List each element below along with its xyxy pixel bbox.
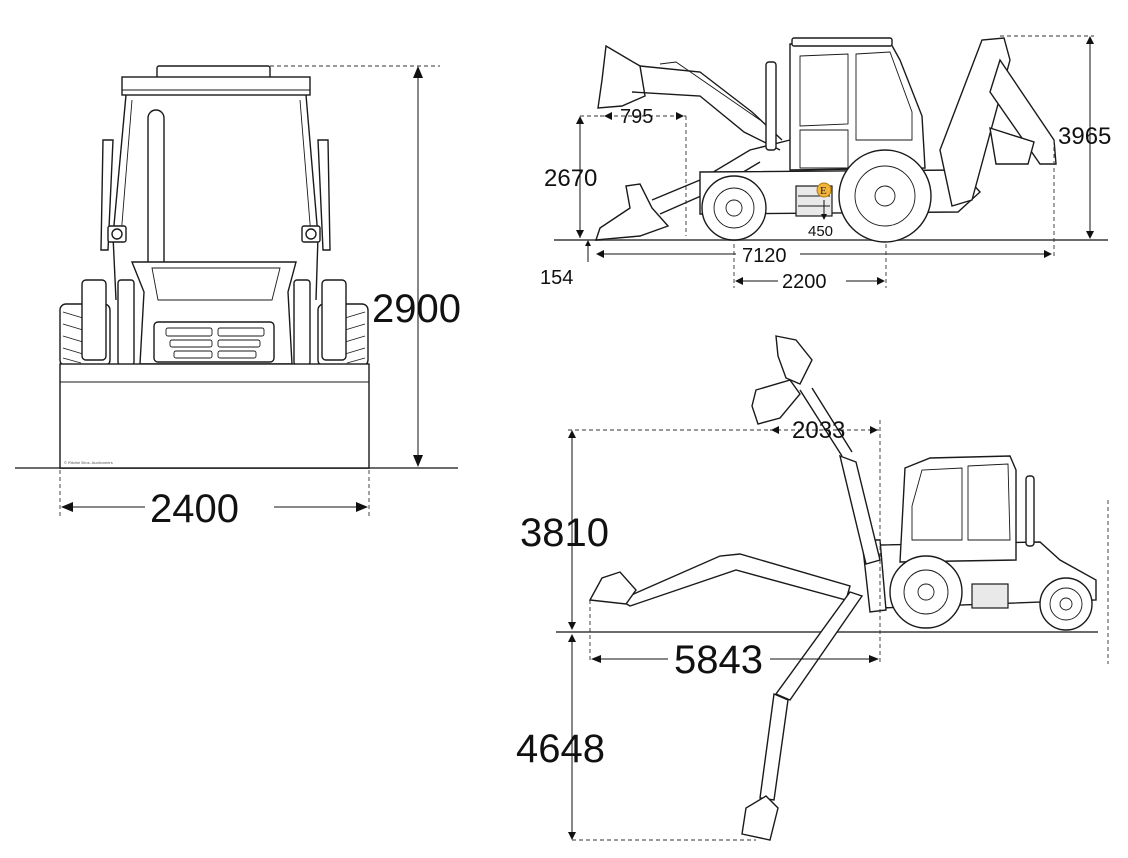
backhoe-big-wheel [889, 555, 963, 629]
backhoe-step [971, 583, 1009, 609]
side-backhoe-boom [939, 37, 1011, 207]
backhoe-view: 2033 3810 5843 4648 [516, 335, 1109, 841]
front-bucket [59, 363, 370, 469]
backhoe-bucket-offset-label: 2033 [792, 417, 845, 444]
backhoe-raised-boom [839, 454, 881, 565]
side-exhaust [765, 61, 777, 151]
front-left-mirror [100, 139, 114, 251]
side-front-wheel [701, 175, 767, 241]
front-grille [153, 321, 275, 363]
backhoe-dig-depth-label: 4648 [516, 727, 605, 771]
side-view: E 795 2670 154 7120 2200 [540, 35, 1111, 293]
side-dig-depth-label: 154 [540, 267, 573, 289]
backhoe-dig-boom [774, 591, 864, 701]
front-left-tyre [59, 279, 111, 367]
backhoe-dig-stick [759, 692, 789, 801]
backhoe-small-wheel [1039, 577, 1093, 631]
side-overall-height-label: 3965 [1058, 123, 1111, 150]
side-overall-length-label: 7120 [742, 245, 787, 267]
front-exhaust-pipe [147, 109, 165, 284]
front-grille-slots [165, 327, 265, 359]
front-right-arm [293, 279, 311, 366]
front-view: © Ritchie Bros. Auctioneers 2900 2400 [15, 65, 461, 531]
front-credit: © Ritchie Bros. Auctioneers [64, 460, 113, 465]
front-roof-beacon [156, 65, 271, 79]
side-raised-arms [631, 65, 783, 151]
side-marker-letter: E [820, 185, 827, 197]
backhoe-extended-bucket [588, 571, 637, 605]
side-bucket-reach-label: 795 [620, 106, 653, 128]
front-right-light [301, 225, 321, 243]
backhoe-exhaust [1025, 475, 1035, 547]
backhoe-reach-label: 5843 [674, 638, 763, 682]
backhoe-raised-stick [799, 387, 853, 457]
side-lift-height-label: 2670 [544, 165, 597, 192]
backhoe-dig-bucket [741, 795, 779, 841]
front-height-label: 2900 [372, 287, 461, 331]
side-marker-badge [816, 182, 832, 198]
backhoe-raised-bucket-upper [775, 335, 813, 385]
backhoe-cab [899, 455, 1017, 563]
front-left-arm [117, 279, 135, 366]
side-cab [789, 41, 926, 171]
backhoe-raised-bucket-lower [751, 379, 801, 425]
backhoe-extended-arm [618, 553, 851, 607]
front-right-mirror [317, 139, 331, 251]
side-rear-wheel [838, 149, 932, 243]
side-wheelbase-label: 2200 [782, 271, 827, 293]
front-width-label: 2400 [150, 487, 239, 531]
side-lowered-bucket [594, 183, 670, 241]
backhoe-dump-height-label: 3810 [520, 511, 609, 555]
front-right-tyre [317, 279, 369, 367]
side-backhoe-bucket [989, 126, 1035, 165]
side-raised-bucket [597, 44, 646, 109]
side-backhoe-stick [989, 58, 1057, 165]
front-roof [121, 76, 311, 96]
side-ground-clearance-label: 450 [808, 223, 833, 240]
front-left-light [107, 225, 127, 243]
